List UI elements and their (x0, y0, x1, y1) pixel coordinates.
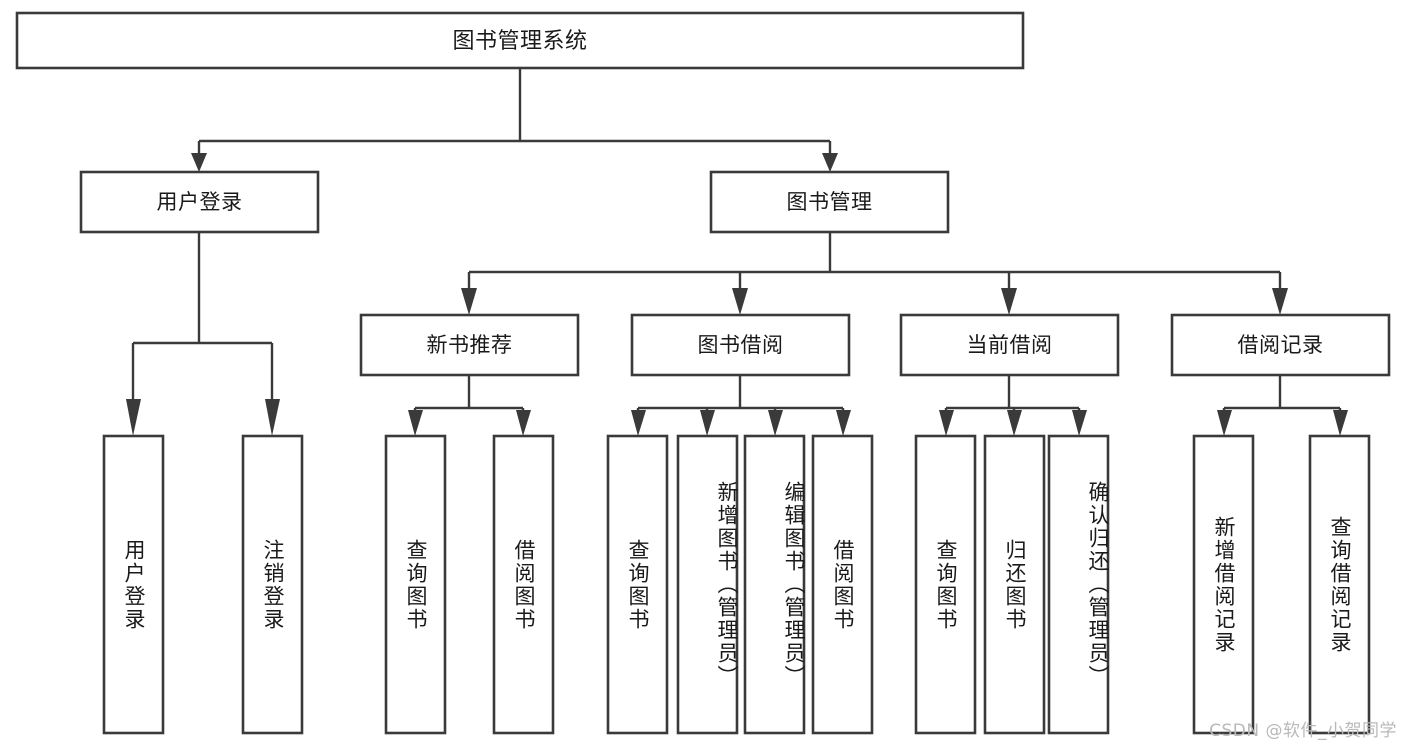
node-current-borrow-label: 当前借阅 (967, 333, 1053, 357)
arrow-head-leaf-query-book-3 (939, 410, 954, 436)
node-book-manage-label: 图书管理 (787, 190, 873, 214)
leaf-box-borrow-book-1[interactable] (492, 434, 555, 735)
node-borrow-record-label: 借阅记录 (1238, 333, 1324, 357)
leaf-box-query-book-1[interactable] (384, 434, 447, 735)
arrow-head-to-book-manage (822, 153, 838, 172)
arrow-head-leaf-query-record (1333, 410, 1348, 436)
node-current-borrow[interactable] (899, 313, 1120, 377)
arrow-head-leaf-user-login (126, 399, 141, 436)
arrow-head-leaf-return-book (1007, 410, 1022, 436)
leaf-box-user-login[interactable] (102, 434, 165, 735)
watermark: CSDN @软件_小贺同学 (1209, 721, 1397, 741)
leaf-box-logout[interactable] (241, 434, 304, 735)
leaf-box-add-book[interactable] (676, 434, 739, 735)
node-user-login[interactable] (79, 170, 320, 234)
node-new-book-recommend-label: 新书推荐 (427, 333, 513, 357)
node-user-login-label: 用户登录 (157, 190, 243, 214)
leaf-box-borrow-book-2[interactable] (811, 434, 874, 735)
arrow-head-leaf-confirm-return (1072, 410, 1087, 436)
arrow-head-leaf-query-book-1 (408, 410, 423, 436)
node-book-borrow-label: 图书借阅 (698, 333, 784, 357)
node-new-book-recommend[interactable] (359, 313, 580, 377)
arrow-head-leaf-add-record (1217, 410, 1232, 436)
arrow-head-leaf-borrow-book-2 (836, 410, 851, 436)
node-borrow-record[interactable] (1170, 313, 1391, 377)
arrow-head-leaf-add-book (700, 410, 715, 436)
arrow-head-leaf-logout (265, 399, 280, 436)
arrow-head-leaf-edit-book (768, 410, 783, 436)
leaf-box-query-book-3[interactable] (914, 434, 977, 735)
arrow-head-to-book-borrow (732, 288, 748, 315)
arrow-head-leaf-borrow-book-1 (516, 410, 531, 436)
arrow-head-to-borrow-record (1272, 288, 1288, 315)
arrow-head-to-user-login (191, 153, 207, 172)
leaf-box-query-record[interactable] (1308, 434, 1371, 735)
node-root[interactable] (15, 11, 1025, 70)
arrow-head-to-current-borrow (1001, 288, 1017, 315)
node-book-manage[interactable] (709, 170, 950, 234)
leaf-box-edit-book[interactable] (743, 434, 806, 735)
node-book-borrow[interactable] (630, 313, 851, 377)
arrow-head-to-new-book (461, 288, 477, 315)
leaf-box-add-record[interactable] (1192, 434, 1255, 735)
arrow-head-leaf-query-book-2 (631, 410, 646, 436)
node-root-label: 图书管理系统 (452, 29, 587, 54)
leaf-box-confirm-return[interactable] (1047, 434, 1110, 735)
leaf-box-return-book[interactable] (983, 434, 1046, 735)
leaf-box-query-book-2[interactable] (606, 434, 669, 735)
